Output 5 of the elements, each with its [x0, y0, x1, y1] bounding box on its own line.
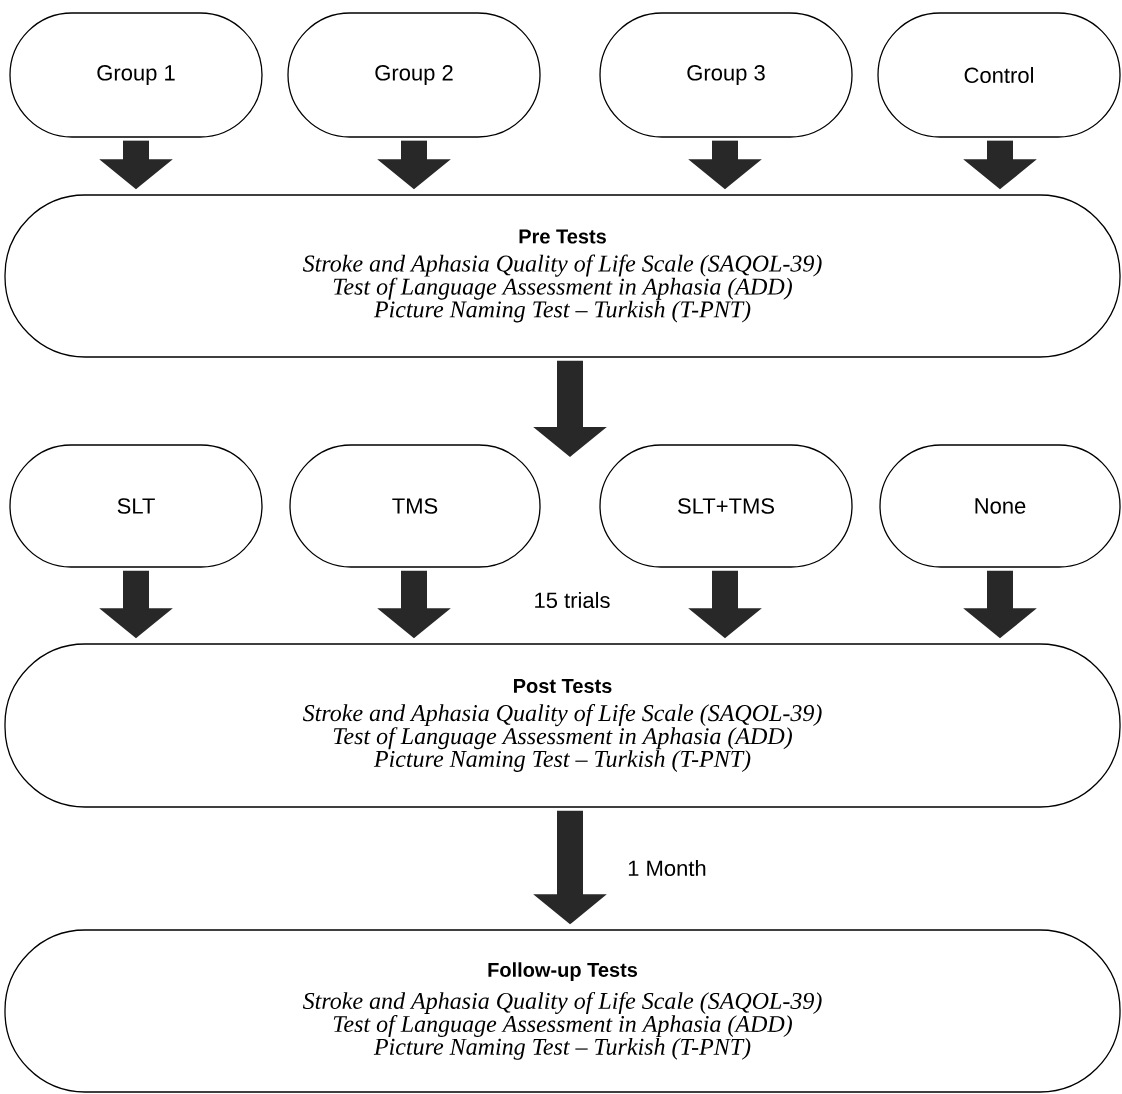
note-label: 15 trials [535, 591, 610, 609]
stage-box: Post Tests Stroke and Aphasia Quality of Life Scale (SAQOL-39) Test of Language Assessment in Aphasia (ADD) Picture Naming Test – Turkish (T-PNT) [4, 643, 1121, 808]
stage-box: Pre Tests Stroke and Aphasia Quality of Life Scale (SAQOL-39) Test of Language Assessment in Aphasia (ADD) Picture Naming Test – Turkish (T-PNT) [4, 194, 1121, 358]
edge-label: 1 Month [625, 857, 709, 879]
stage-box: Follow-up Tests Stroke and Aphasia Quality of Life Scale (SAQOL-39) Test of Language Assessment in Aphasia (ADD) Picture Naming Test – Turkish (T-PNT) [4, 929, 1121, 1093]
